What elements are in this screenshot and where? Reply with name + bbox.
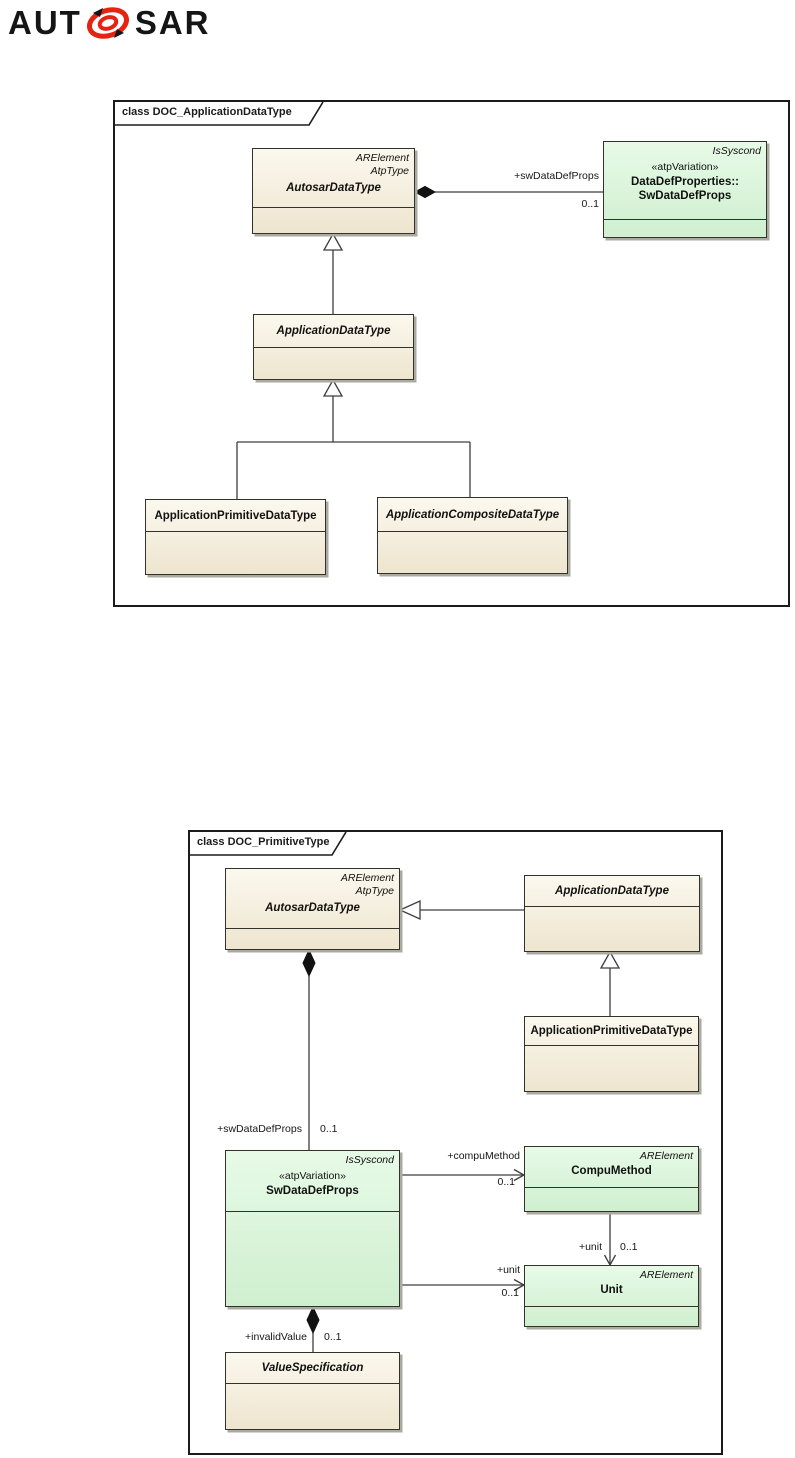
edge-role-label: +swDataDefProps — [217, 1123, 302, 1135]
attributes-compartment — [525, 1187, 698, 1211]
class-name: ApplicationCompositeDataType — [385, 508, 560, 521]
composition-valuespecification — [307, 1307, 319, 1352]
composition-diamond — [307, 1307, 319, 1333]
class-name: SwDataDefProps — [266, 1185, 359, 1197]
class-box-autosardatatype: ARElement AtpType AutosarDataType — [252, 148, 415, 234]
class-box-applicationdatatype: ApplicationDataType — [524, 875, 700, 952]
class-box-autosardatatype: ARElement AtpType AutosarDataType — [225, 868, 400, 950]
attributes-compartment — [254, 347, 413, 379]
class-name: ApplicationPrimitiveDataType — [154, 509, 317, 522]
attributes-compartment — [604, 219, 766, 237]
attributes-compartment — [253, 207, 414, 233]
generalization-applicationdatatype — [400, 901, 524, 919]
attributes-compartment — [226, 1383, 399, 1429]
class-name: DataDefProperties:: — [631, 176, 739, 188]
autosar-logo-swirl-icon — [86, 7, 129, 39]
class-name: AutosarDataType — [286, 182, 381, 194]
class-name: SwDataDefProps — [638, 190, 732, 202]
edge-role-label: +swDataDefProps — [514, 170, 599, 182]
generalization-tree-children — [237, 380, 470, 499]
edge-multiplicity-label: 0..1 — [324, 1331, 342, 1343]
frame-tab-outline — [115, 102, 323, 125]
class-box-applicationdatatype: ApplicationDataType — [253, 314, 414, 380]
edge-multiplicity-label: 0..1 — [620, 1241, 638, 1253]
diagram-frame-doc-primitivetype: class DOC_PrimitiveType ARElement AtpTyp… — [188, 830, 723, 1455]
generalization-applicationprimitivedatatype — [601, 952, 619, 1016]
edge-multiplicity-label: 0..1 — [581, 198, 599, 210]
stereotype-label: «atpVariation» — [279, 1170, 346, 1182]
class-name: AutosarDataType — [265, 902, 360, 914]
attributes-compartment — [378, 531, 567, 573]
class-box-applicationcompositedatatype: ApplicationCompositeDataType — [377, 497, 568, 574]
class-name: ValueSpecification — [261, 1362, 364, 1374]
autosar-logo-text-left: AUT — [8, 4, 82, 41]
composition-diamond — [415, 187, 435, 198]
class-name: ApplicationDataType — [555, 885, 669, 897]
generalization-applicationdatatype — [324, 234, 342, 314]
base-class-label: ARElement — [340, 872, 394, 884]
edge-role-label: +unit — [496, 1264, 520, 1276]
attributes-compartment — [525, 1306, 698, 1326]
attributes-compartment — [525, 1045, 698, 1091]
edge-role-label: +compuMethod — [447, 1150, 520, 1162]
base-class-label: IsSyscond — [712, 145, 761, 157]
class-box-applicationprimitivedatatype: ApplicationPrimitiveDataType — [524, 1016, 699, 1092]
class-box-datadefproperties-swdatadefprops: IsSyscond «atpVariation» DataDefProperti… — [603, 141, 767, 238]
stereotype-label: «atpVariation» — [651, 161, 719, 173]
class-name: Unit — [600, 1284, 623, 1296]
association-compumethod-unit — [605, 1212, 616, 1265]
attributes-compartment — [226, 928, 399, 949]
class-box-compumethod: ARElement CompuMethod — [524, 1146, 699, 1212]
base-class-label: ARElement — [639, 1269, 693, 1281]
generalization-triangle — [324, 234, 342, 250]
edge-multiplicity-label: 0..1 — [320, 1123, 338, 1135]
diagram1-connectors-layer — [115, 102, 788, 605]
class-name: ApplicationDataType — [276, 325, 391, 337]
class-box-swdatadefprops: IsSyscond «atpVariation» SwDataDefProps — [225, 1150, 400, 1307]
edge-role-label: +invalidValue — [245, 1331, 307, 1343]
generalization-triangle — [400, 901, 420, 919]
class-box-unit: ARElement Unit — [524, 1265, 699, 1327]
diagram1-title: class DOC_ApplicationDataType — [122, 106, 292, 118]
attributes-compartment — [525, 906, 699, 951]
generalization-triangle — [601, 952, 619, 968]
attributes-compartment — [146, 531, 325, 574]
edge-multiplicity-label: 0..1 — [497, 1176, 515, 1188]
attributes-compartment — [226, 1211, 399, 1306]
diagram2-connectors-layer — [190, 832, 721, 1453]
autosar-logo: AUT SAR — [8, 6, 211, 40]
composition-diamond — [303, 950, 315, 976]
class-box-applicationprimitivedatatype: ApplicationPrimitiveDataType — [145, 499, 326, 575]
base-class-label: ARElement — [355, 152, 409, 164]
generalization-triangle — [324, 380, 342, 396]
composition-swdatadefprops — [415, 187, 603, 198]
composition-swdatadefprops — [303, 950, 315, 1150]
class-box-valuespecification: ValueSpecification — [225, 1352, 400, 1430]
edge-multiplicity-label: 0..1 — [501, 1287, 519, 1299]
base-class-label: AtpType — [370, 165, 409, 177]
diagram2-title: class DOC_PrimitiveType — [197, 836, 330, 848]
frame-tab-outline — [190, 832, 346, 855]
base-class-label: ARElement — [639, 1150, 693, 1162]
base-class-label: AtpType — [355, 885, 394, 897]
edge-role-label: +unit — [578, 1241, 602, 1253]
base-class-label: IsSyscond — [345, 1154, 394, 1166]
class-name: ApplicationPrimitiveDataType — [530, 1025, 693, 1037]
class-name: CompuMethod — [571, 1165, 652, 1177]
diagram-frame-doc-applicationdatatype: class DOC_ApplicationDataType ARElement … — [113, 100, 790, 607]
autosar-logo-text-right: SAR — [134, 4, 211, 41]
